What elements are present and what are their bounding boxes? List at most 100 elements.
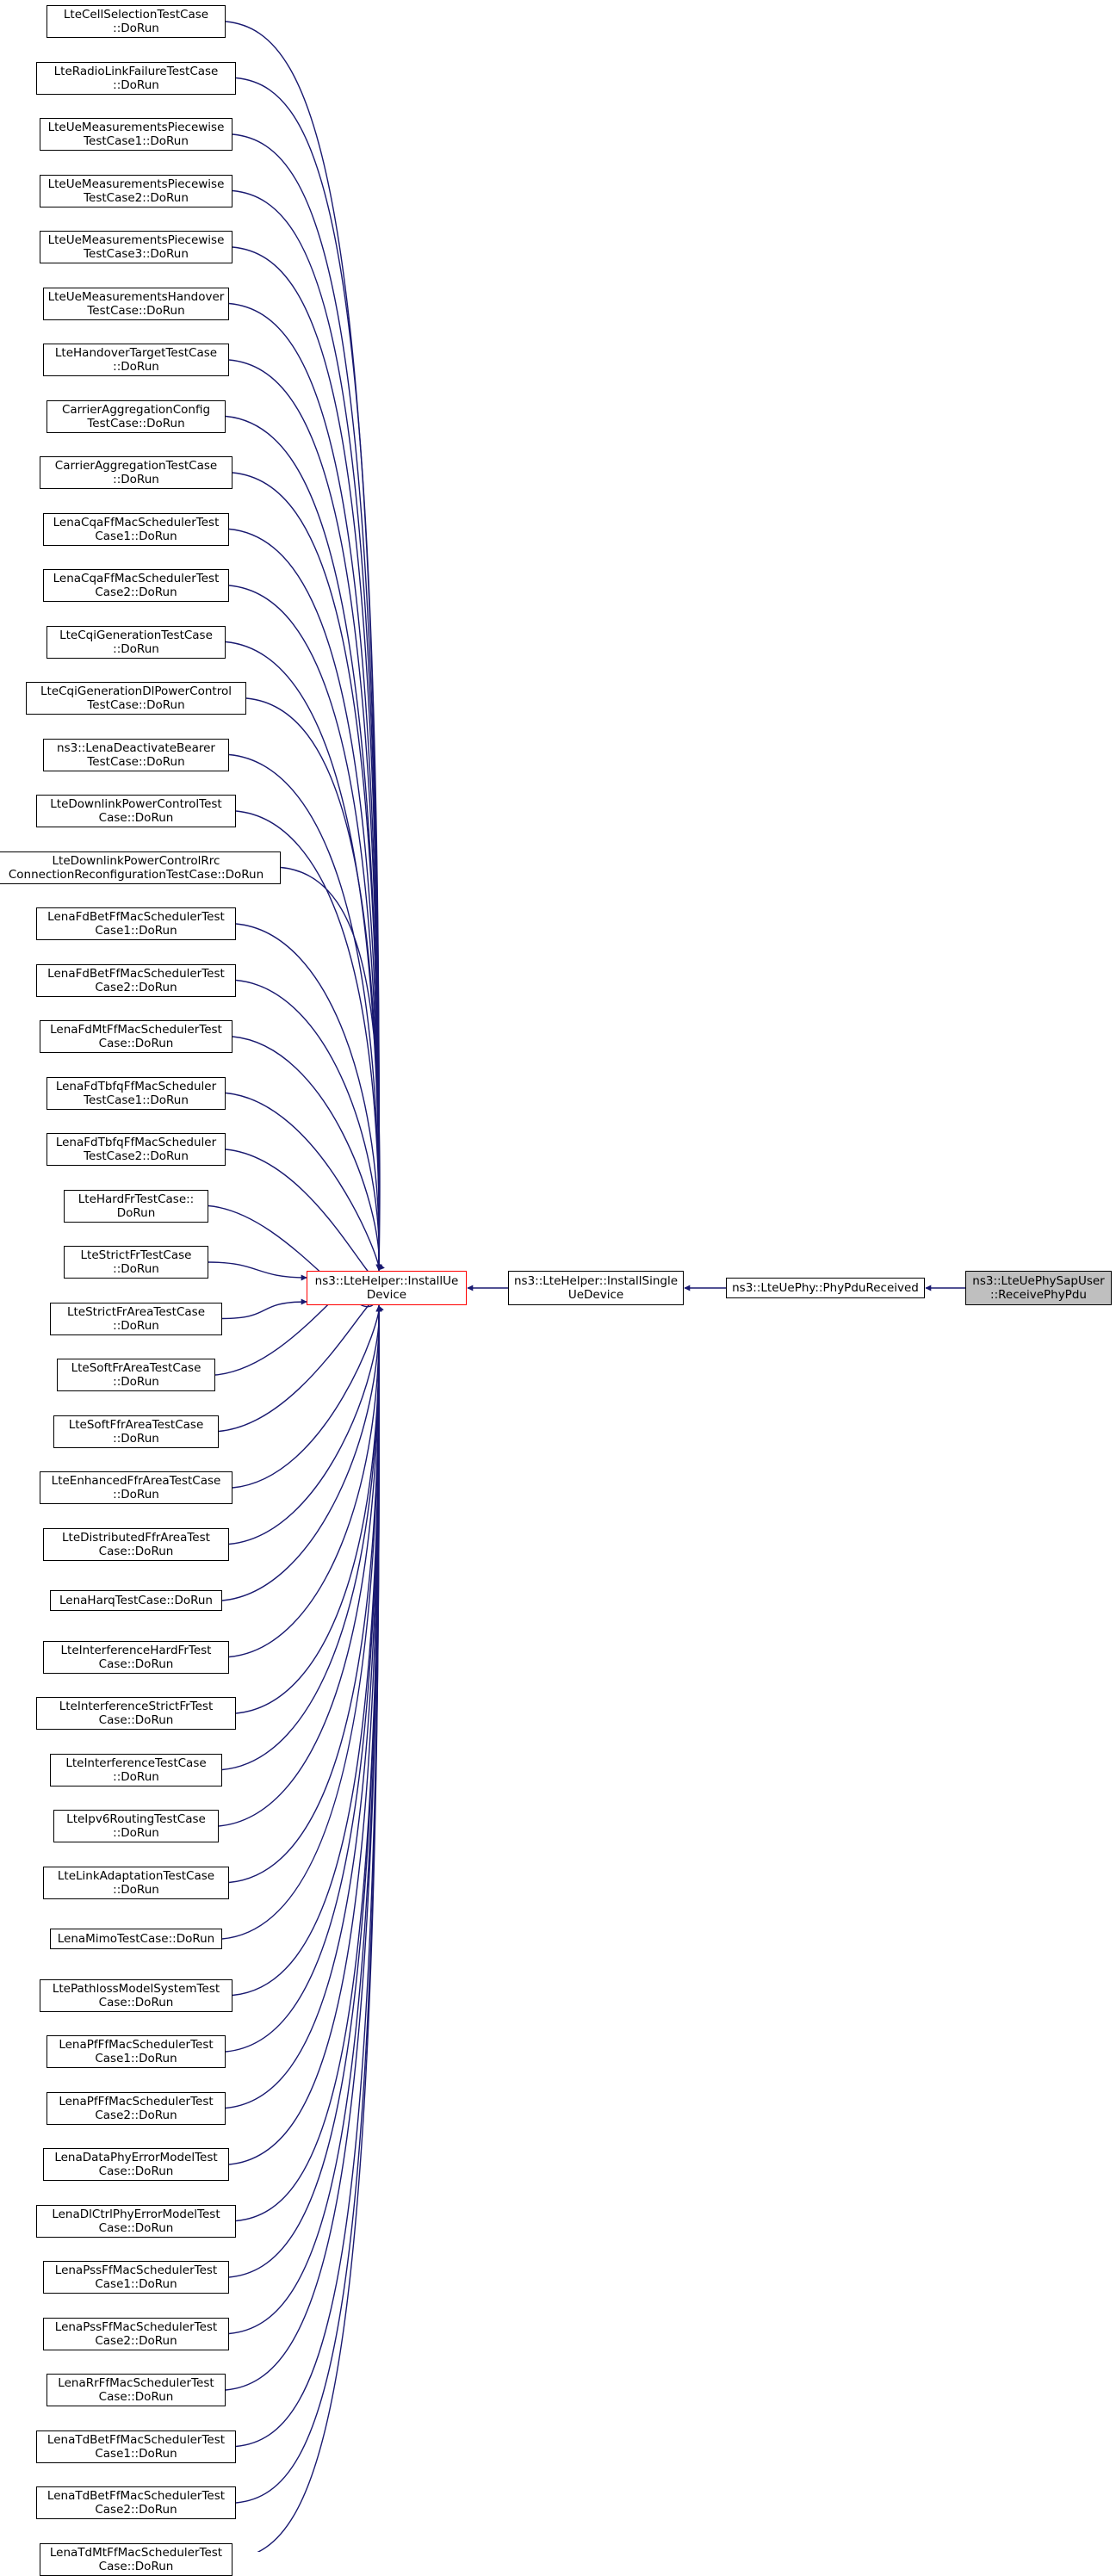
caller-edge [235, 923, 382, 1271]
caller-node[interactable]: LteRadioLinkFailureTestCase::DoRun [36, 61, 236, 95]
node-label-line-2: Case::DoRun [98, 1037, 174, 1050]
node-label-line-2: TestCase1::DoRun [84, 1093, 189, 1107]
node-label-line-2: ::ReceivePhyPdu [990, 1288, 1087, 1302]
node-label-line-2: ::DoRun [113, 1826, 159, 1840]
node-label-line-1: LteHardFrTestCase:: [78, 1192, 195, 1206]
node-label-line-1: LenaHarqTestCase::DoRun [59, 1594, 213, 1607]
caller-node[interactable]: LteHardFrTestCase::DoRun [64, 1189, 208, 1223]
caller-node[interactable]: LenaHarqTestCase::DoRun [50, 1590, 222, 1611]
caller-node[interactable]: LenaMimoTestCase::DoRun [50, 1929, 222, 1949]
node-label-line-2: Case::DoRun [98, 2220, 174, 2235]
node-label-line-2: ::DoRun [113, 641, 159, 656]
node-label-line-2: ::DoRun [113, 1375, 159, 1389]
caller-edge [225, 1305, 382, 2391]
node-label-line-2: Case2::DoRun [95, 2333, 177, 2348]
node-label-line-2: TestCase3::DoRun [84, 247, 189, 261]
caller-node[interactable]: LteStrictFrTestCase::DoRun [64, 1246, 208, 1279]
node-label-line-1: LteRadioLinkFailureTestCase [53, 64, 219, 78]
caller-node[interactable]: LteCellSelectionTestCase::DoRun [46, 5, 226, 38]
node-label-line-1: LteEnhancedFfrAreaTestCase [51, 1474, 221, 1488]
node-label-line-1: ns3::LteHelper::InstallSingle [513, 1274, 679, 1288]
node-label-line-2: TestCase2::DoRun [84, 190, 189, 205]
caller-edge [232, 1305, 384, 1489]
node-label-line-1: LteDistributedFfrAreaTest [62, 1530, 210, 1545]
caller-node[interactable]: LteStrictFrAreaTestCase::DoRun [50, 1302, 222, 1335]
node-label-line-2: Case::DoRun [98, 811, 174, 825]
caller-node[interactable]: LteSoftFfrAreaTestCase::DoRun [53, 1415, 219, 1448]
phy-pdu-received-node[interactable]: ns3::LteUePhy::PhyPduReceived [726, 1278, 925, 1298]
caller-edge [221, 1298, 307, 1320]
node-label-line-1: LenaTdBetFfMacSchedulerTest [46, 2432, 226, 2447]
node-label-line-1: LteIpv6RoutingTestCase [66, 1812, 206, 1826]
node-label-line-2: ::DoRun [113, 1488, 159, 1502]
caller-edge [228, 1305, 382, 2165]
node-label-line-2: ::DoRun [113, 1769, 159, 1784]
caller-node[interactable]: LteCqiGenerationTestCase::DoRun [46, 625, 226, 659]
node-label-line-2: Case2::DoRun [95, 980, 177, 994]
node-label-line-1: LteSoftFrAreaTestCase [71, 1361, 202, 1375]
node-label-line-1: LteInterferenceTestCase [65, 1756, 207, 1770]
caller-edge [228, 1305, 382, 1658]
node-label-line-1: CarrierAggregationConfig [61, 402, 211, 417]
caller-node[interactable]: LteEnhancedFfrAreaTestCase::DoRun [40, 1471, 232, 1504]
node-label-line-2: TestCase1::DoRun [84, 134, 189, 148]
caller-edge [225, 1305, 382, 2109]
caller-edge [235, 77, 382, 1271]
node-label-line-1: LteCellSelectionTestCase [63, 8, 209, 22]
node-label-line-2: ::DoRun [113, 1318, 159, 1333]
caller-node[interactable]: LteSoftFrAreaTestCase::DoRun [57, 1359, 215, 1391]
node-label-line-2: ConnectionReconfigurationTestCase::DoRun [8, 867, 264, 882]
node-label-line-1: ns3::LteUePhySapUser [972, 1274, 1105, 1288]
node-label-line-1: LenaFdBetFfMacSchedulerTest [47, 910, 225, 924]
caller-node[interactable]: LteHandoverTargetTestCase::DoRun [43, 344, 229, 376]
caller-edge [232, 472, 382, 1271]
node-label-line-1: LenaFdTbfqFfMacScheduler [55, 1136, 217, 1149]
node-label-line-2: Case1::DoRun [95, 2446, 177, 2461]
node-label-line-2: ::DoRun [113, 473, 159, 486]
node-label-line-1: LenaFdBetFfMacSchedulerTest [47, 966, 225, 981]
node-label-line-2: TestCase::DoRun [87, 754, 185, 769]
caller-node[interactable]: CarrierAggregationTestCase::DoRun [40, 456, 232, 489]
caller-node[interactable]: LteIpv6RoutingTestCase::DoRun [53, 1810, 219, 1842]
caller-node[interactable]: LteLinkAdaptationTestCase::DoRun [43, 1866, 229, 1899]
node-label-line-2: TestCase::DoRun [87, 698, 185, 712]
node-label-line-1: ns3::LteHelper::InstallUe [314, 1274, 459, 1288]
node-label-line-1: LenaFdMtFfMacSchedulerTest [50, 1023, 222, 1037]
node-label-line-1: LteHandoverTargetTestCase [54, 346, 218, 360]
caller-node[interactable]: LteInterferenceTestCase::DoRun [50, 1753, 222, 1786]
